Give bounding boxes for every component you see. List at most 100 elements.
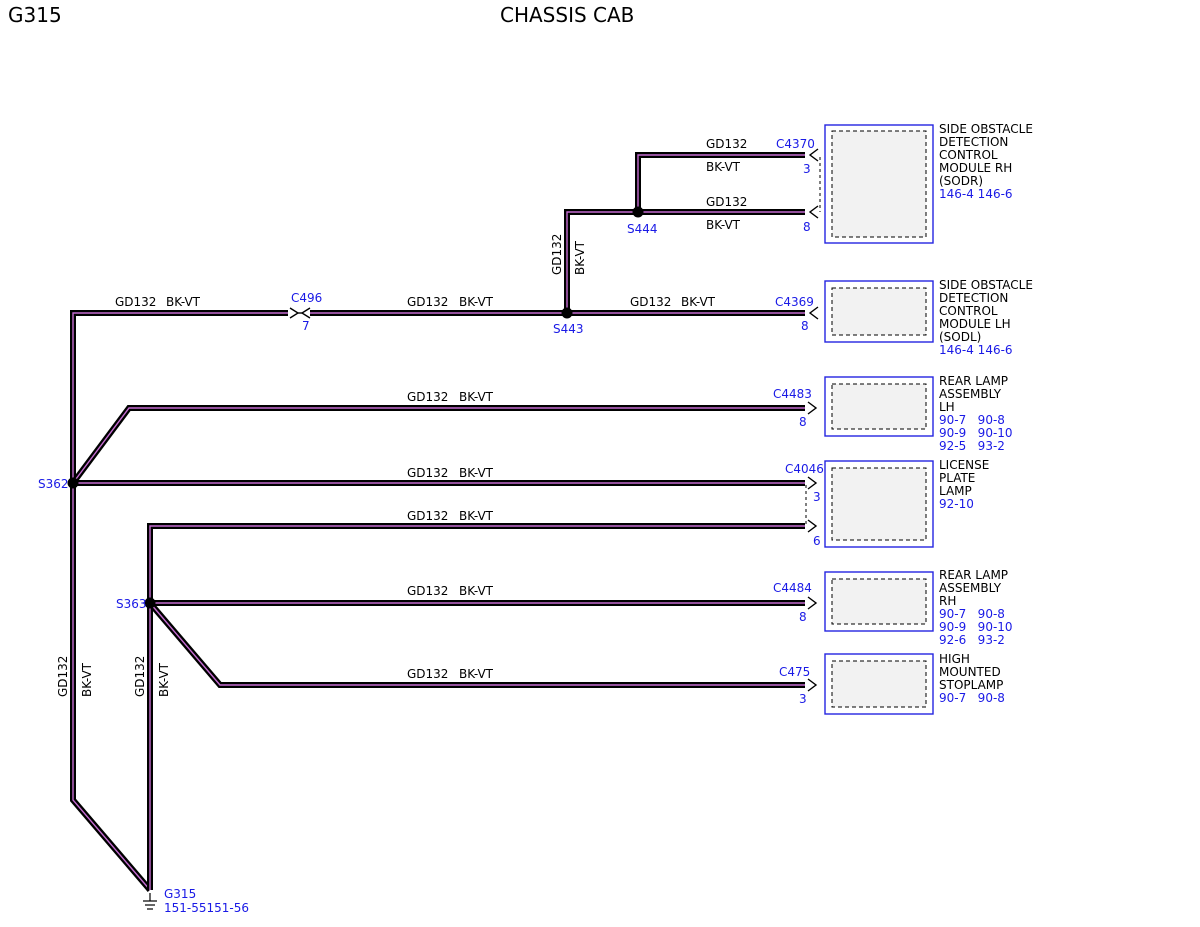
ground-refs: 151-55151-56 <box>164 901 249 915</box>
svg-text:90-7 90-8: 90-7 90-8 <box>939 607 1005 621</box>
desc-license-plate-lamp: LICENSE PLATE LAMP 92-10 <box>939 458 989 511</box>
ground-id-header: G315 <box>8 3 62 27</box>
wire-color-label: BK-VT <box>706 218 741 232</box>
wire-color-label: BK-VT <box>459 295 494 309</box>
svg-text:STOPLAMP: STOPLAMP <box>939 678 1003 692</box>
wire-circuit-label: GD132 <box>407 295 448 309</box>
module-boxes <box>824 124 934 715</box>
module-sodl[interactable] <box>824 280 934 343</box>
wire-color-label: BK-VT <box>681 295 716 309</box>
wire-circuit-label: GD132 <box>407 390 448 404</box>
module-high-mounted-stoplamp[interactable] <box>824 653 934 715</box>
wire-to-c475 <box>147 601 805 688</box>
splice-label-s444: S444 <box>627 222 658 236</box>
svg-text:LICENSE: LICENSE <box>939 458 989 472</box>
module-sodr[interactable] <box>824 124 934 244</box>
pin-label: 8 <box>799 610 807 624</box>
wire-circuit-label: GD132 <box>115 295 156 309</box>
desc-rear-lamp-rh: REAR LAMP ASSEMBLY RH 90-7 90-8 90-9 90-… <box>939 568 1013 647</box>
arrow-c4046-pin6 <box>807 519 818 533</box>
arrow-c4483 <box>807 401 818 415</box>
wire-to-c4370-pin3 <box>635 152 805 212</box>
arrow-c4046-pin3 <box>807 476 818 490</box>
pin-label: 6 <box>813 534 821 548</box>
wire-circuit-label: GD132 <box>630 295 671 309</box>
wire-circuit-label: GD132 <box>706 137 747 151</box>
connector-labels: C4370 3 8 C4369 8 C4483 8 C4046 3 6 C448… <box>773 137 824 706</box>
svg-text:LAMP: LAMP <box>939 484 972 498</box>
connector-arrows <box>805 148 821 692</box>
pin-label: 3 <box>803 162 811 176</box>
wire-circuit-label: GD132 <box>56 656 70 697</box>
svg-text:(SODL): (SODL) <box>939 330 981 344</box>
svg-text:LH: LH <box>939 400 955 414</box>
module-rear-lamp-lh[interactable] <box>824 376 934 437</box>
wire-color-label: BK-VT <box>157 662 171 697</box>
splice-s363 <box>144 597 156 609</box>
wire-color-label: BK-VT <box>166 295 201 309</box>
svg-text:90-7 90-8: 90-7 90-8 <box>939 413 1005 427</box>
svg-text:(SODR): (SODR) <box>939 174 983 188</box>
svg-text:MODULE LH: MODULE LH <box>939 317 1011 331</box>
pin-label: 8 <box>803 220 811 234</box>
arrow-c4370-pin3 <box>808 148 819 162</box>
connector-label-c4484: C4484 <box>773 581 812 595</box>
ground-g315: G315 151-55151-56 <box>143 887 249 915</box>
arrow-c4369 <box>808 306 819 320</box>
wire-circuit-label: GD132 <box>133 656 147 697</box>
wire-circuit-label: GD132 <box>407 509 448 523</box>
pin-label: 8 <box>801 319 809 333</box>
wire-harness <box>70 152 805 892</box>
svg-text:ASSEMBLY: ASSEMBLY <box>939 387 1002 401</box>
pin-label: 8 <box>799 415 807 429</box>
arrow-c4484 <box>807 596 818 610</box>
pin-label: 3 <box>799 692 807 706</box>
wire-color-label: BK-VT <box>459 667 494 681</box>
svg-text:DETECTION: DETECTION <box>939 291 1008 305</box>
pin-label-c496: 7 <box>302 319 310 333</box>
svg-text:RH: RH <box>939 594 956 608</box>
svg-text:CONTROL: CONTROL <box>939 304 998 318</box>
splice-s443 <box>561 307 573 319</box>
wire-labels: GD132 BK-VT GD132 BK-VT GD132 BK-VT GD13… <box>56 137 747 697</box>
wire-color-label: BK-VT <box>459 509 494 523</box>
connector-label-c496: C496 <box>291 291 322 305</box>
splice-label-s443: S443 <box>553 322 584 336</box>
svg-text:HIGH: HIGH <box>939 652 970 666</box>
arrow-c475 <box>807 678 818 692</box>
wire-color-label: BK-VT <box>459 466 494 480</box>
desc-sodr: SIDE OBSTACLE DETECTION CONTROL MODULE R… <box>939 122 1033 201</box>
svg-text:SIDE OBSTACLE: SIDE OBSTACLE <box>939 122 1033 136</box>
svg-text:REAR LAMP: REAR LAMP <box>939 568 1008 582</box>
connector-label-c4370: C4370 <box>776 137 815 151</box>
pin-label: 3 <box>813 490 821 504</box>
splice-label-s362: S362 <box>38 477 69 491</box>
connector-label-c4483: C4483 <box>773 387 812 401</box>
module-license-plate-lamp[interactable] <box>824 460 934 548</box>
svg-text:92-5 93-2: 92-5 93-2 <box>939 439 1005 453</box>
svg-text:92-10: 92-10 <box>939 497 974 511</box>
wire-color-label: BK-VT <box>80 662 94 697</box>
svg-text:90-9 90-10: 90-9 90-10 <box>939 620 1013 634</box>
svg-text:92-6 93-2: 92-6 93-2 <box>939 633 1005 647</box>
wire-color-label: BK-VT <box>459 584 494 598</box>
module-descriptions: SIDE OBSTACLE DETECTION CONTROL MODULE R… <box>939 122 1033 705</box>
svg-text:146-4 146-6: 146-4 146-6 <box>939 343 1013 357</box>
splices: S362 S363 S443 S444 <box>38 206 658 611</box>
page-title: CHASSIS CAB <box>500 3 634 27</box>
svg-text:CONTROL: CONTROL <box>939 148 998 162</box>
connector-label-c4046: C4046 <box>785 462 824 476</box>
inline-connector-c496: C496 7 <box>289 291 322 333</box>
desc-rear-lamp-lh: REAR LAMP ASSEMBLY LH 90-7 90-8 90-9 90-… <box>939 374 1013 453</box>
wire-circuit-label: GD132 <box>550 234 564 275</box>
wire-main-top <box>70 310 805 483</box>
svg-text:ASSEMBLY: ASSEMBLY <box>939 581 1002 595</box>
svg-text:REAR LAMP: REAR LAMP <box>939 374 1008 388</box>
module-rear-lamp-rh[interactable] <box>824 571 934 632</box>
splice-s444 <box>632 206 644 218</box>
wire-color-label: BK-VT <box>573 240 587 275</box>
splice-s362 <box>67 477 79 489</box>
wire-to-c4046-pin6 <box>147 523 805 603</box>
svg-text:146-4 146-6: 146-4 146-6 <box>939 187 1013 201</box>
